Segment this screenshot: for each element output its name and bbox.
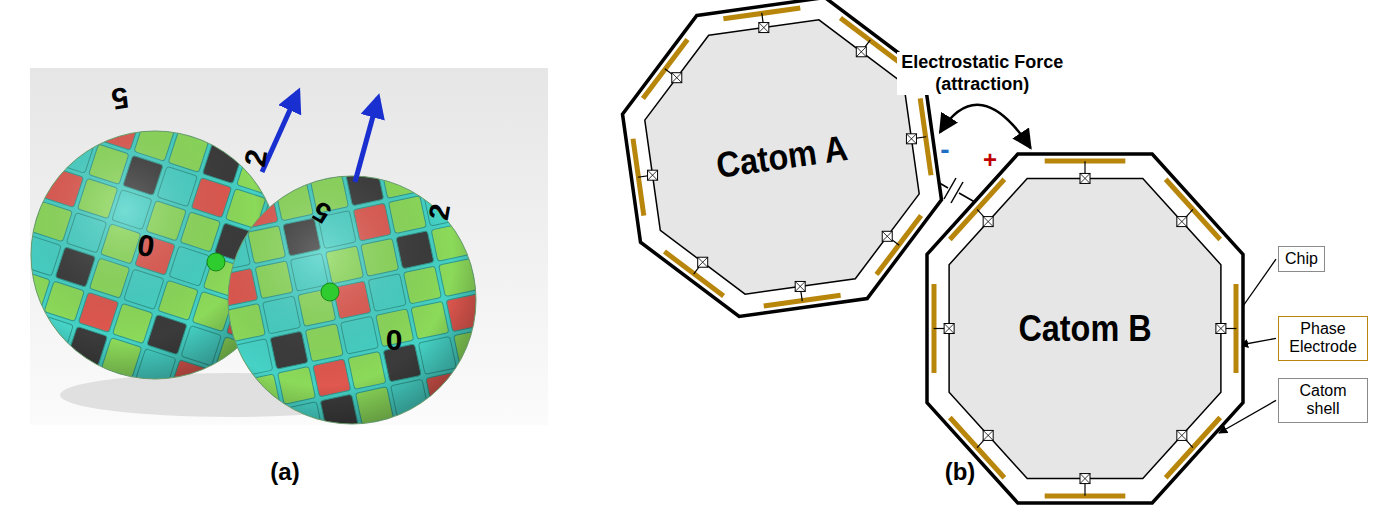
edge-label: Electrostatic Force (attraction) (897, 52, 1067, 95)
chip (1177, 430, 1187, 440)
axis-arrow (355, 98, 378, 182)
panel (451, 145, 489, 183)
callout-box: Phase Electrode (1278, 316, 1368, 361)
panel (20, 122, 60, 162)
charge-sign: - (940, 136, 949, 164)
chip (759, 23, 769, 33)
panel (31, 88, 71, 128)
panel (250, 409, 288, 447)
leader-line (1240, 338, 1276, 345)
subfigure-label: (a) (270, 460, 299, 484)
chip (983, 430, 993, 440)
catom-octagon: Catom B (925, 152, 1245, 505)
panel (398, 414, 436, 452)
panel (461, 364, 499, 402)
chip (906, 134, 916, 144)
panel (328, 429, 366, 467)
panel (303, 140, 341, 178)
panel (374, 125, 412, 163)
panel (179, 98, 219, 138)
chip (672, 73, 682, 83)
panel (0, 338, 28, 378)
panel (363, 422, 401, 460)
panel (481, 286, 519, 324)
panel (159, 394, 199, 434)
catom-body (645, 20, 919, 294)
force-arrow (940, 105, 1031, 148)
panel (409, 118, 447, 156)
callout-box: Chip (1278, 246, 1325, 272)
panel (192, 311, 230, 349)
panel (205, 198, 243, 236)
panel (197, 163, 235, 201)
panel (170, 205, 208, 243)
panel (416, 153, 454, 191)
panel (185, 276, 223, 314)
panel (214, 109, 254, 149)
catom-shell (927, 154, 1243, 503)
panel (193, 405, 233, 445)
panel (0, 259, 16, 299)
chip (698, 257, 708, 267)
panel (444, 110, 482, 148)
sphere-base (228, 176, 476, 424)
catom-sphere (162, 110, 542, 490)
chip (882, 231, 892, 241)
callout-text: Catom shell (1299, 382, 1346, 417)
panel (0, 293, 5, 333)
callout-text: Phase Electrode (1289, 320, 1357, 355)
panel (0, 190, 38, 230)
panel (22, 350, 62, 390)
panel (0, 225, 27, 265)
panel (145, 87, 185, 127)
marker-dot (321, 283, 339, 301)
panel (489, 322, 527, 360)
catom-body (949, 178, 1221, 478)
panel (222, 452, 260, 490)
panel (0, 304, 39, 344)
panel (282, 131, 322, 171)
panel (207, 381, 245, 419)
panel (90, 372, 130, 412)
panel (204, 371, 244, 411)
panel (469, 399, 507, 437)
chip (944, 324, 954, 334)
chip (1216, 324, 1226, 334)
marker-dot (207, 253, 225, 271)
callout-text: Chip (1285, 250, 1318, 267)
panel (162, 170, 200, 208)
panel (42, 53, 82, 93)
catom-name: Catom B (1018, 308, 1151, 350)
catom-shell (623, 0, 942, 317)
chip (1080, 474, 1090, 484)
panel (56, 361, 96, 401)
panel (504, 392, 542, 430)
chip (856, 47, 866, 57)
panel (227, 416, 267, 456)
panel (215, 417, 253, 455)
chip (648, 170, 658, 180)
panel (466, 216, 504, 254)
chip (1080, 173, 1090, 183)
panel (9, 156, 49, 196)
panel (125, 383, 165, 423)
panel (433, 407, 471, 445)
panel-grid (162, 110, 542, 490)
charge-sign: + (983, 148, 997, 172)
panel (474, 251, 512, 289)
chip (983, 217, 993, 227)
panel (268, 148, 306, 186)
panel (496, 357, 534, 395)
callout-box: Catom shell (1278, 378, 1368, 423)
panel (459, 181, 497, 219)
catom-octagon: Catom A (628, 3, 936, 311)
subfigure-label: (b) (945, 460, 976, 484)
panel-number: 0 (386, 325, 403, 355)
panel (200, 346, 238, 384)
panel (65, 99, 105, 139)
chip (1177, 217, 1187, 227)
render-backdrop (30, 68, 548, 425)
chip (795, 281, 805, 291)
